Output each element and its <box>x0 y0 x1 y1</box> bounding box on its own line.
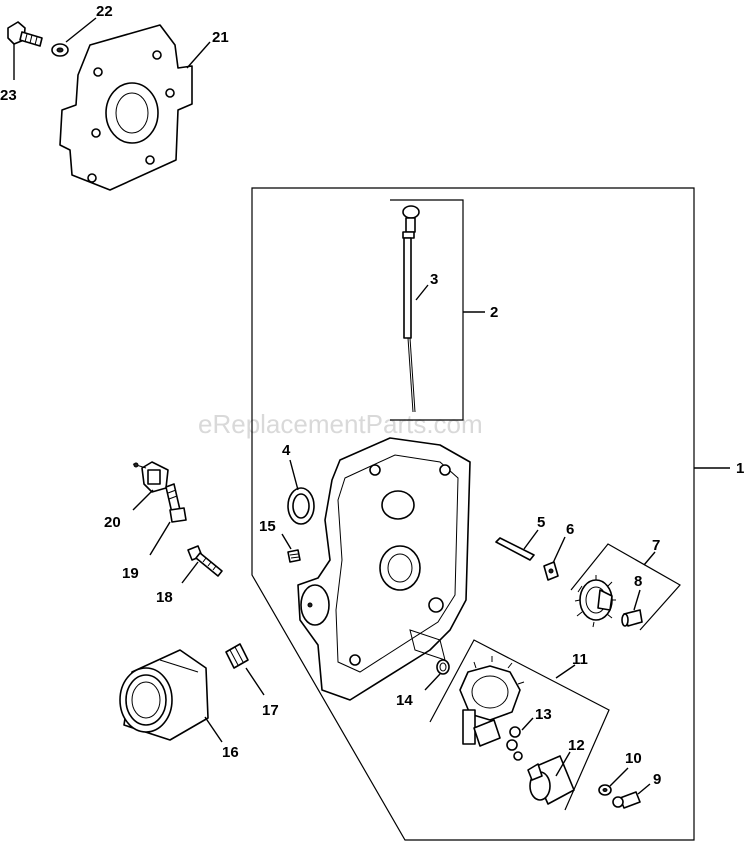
oil-filter-part <box>119 649 209 741</box>
callout-14[interactable]: 14 <box>396 692 413 709</box>
callout-5[interactable]: 5 <box>537 514 545 531</box>
leader-5 <box>523 529 539 550</box>
leader-8 <box>633 589 641 611</box>
bolt-part-23 <box>7 21 43 47</box>
leader-10 <box>609 767 629 787</box>
leader-7 <box>643 551 656 566</box>
screw-part-18 <box>187 545 223 577</box>
callout-13[interactable]: 13 <box>535 706 552 723</box>
screw-part-9 <box>612 791 641 809</box>
callout-15[interactable]: 15 <box>259 518 276 535</box>
oil-sensor-part <box>132 461 169 493</box>
watermark-text: eReplacementParts.com <box>198 409 483 439</box>
leader-4 <box>289 459 299 491</box>
callout-19[interactable]: 19 <box>122 565 139 582</box>
callout-20[interactable]: 20 <box>104 514 121 531</box>
leader-19 <box>149 521 171 556</box>
callout-9[interactable]: 9 <box>653 771 661 788</box>
dipstick-bracket <box>390 199 464 421</box>
leader-18 <box>181 561 199 584</box>
closure-cover-part <box>297 437 471 701</box>
callout-3[interactable]: 3 <box>430 271 438 288</box>
closure-plate-part <box>59 24 193 191</box>
leader-6 <box>552 536 566 564</box>
dipstick-part <box>402 205 420 413</box>
washer-part-10 <box>598 784 612 796</box>
o-ring-part <box>436 659 450 675</box>
oil-seal-part <box>287 487 315 525</box>
callout-7[interactable]: 7 <box>652 537 660 554</box>
callout-18[interactable]: 18 <box>156 589 173 606</box>
callout-2[interactable]: 2 <box>490 304 498 321</box>
callout-12[interactable]: 12 <box>568 737 585 754</box>
plug-part-15 <box>287 549 301 563</box>
leader-17 <box>245 667 265 696</box>
leader-22 <box>65 17 97 43</box>
callout-11[interactable]: 11 <box>572 651 588 668</box>
washer-part-6 <box>543 561 559 581</box>
washer-part-22 <box>51 43 69 57</box>
callout-21[interactable]: 21 <box>212 29 229 46</box>
leader-3 <box>415 284 429 301</box>
callout-10[interactable]: 10 <box>625 750 642 767</box>
leader-20 <box>132 489 154 511</box>
callout-16[interactable]: 16 <box>222 744 239 761</box>
governor-gear-part <box>574 575 616 628</box>
callout-23[interactable]: 23 <box>0 87 17 104</box>
leader-21 <box>186 41 211 69</box>
callout-8[interactable]: 8 <box>634 573 642 590</box>
filter-nipple-part <box>225 643 249 669</box>
shaft-part-8 <box>621 609 643 627</box>
assembly-frame <box>251 187 695 841</box>
leader-13 <box>521 717 534 731</box>
oil-pump-bracket <box>429 639 610 811</box>
leader-14 <box>424 673 441 691</box>
elbow-fitting-part <box>165 483 187 523</box>
relief-valve-part <box>527 755 575 805</box>
callout-17[interactable]: 17 <box>262 702 279 719</box>
callout-1[interactable]: 1 <box>736 460 744 477</box>
leader-15 <box>281 533 292 550</box>
callout-4[interactable]: 4 <box>282 442 291 459</box>
spring-part-13 <box>506 726 523 761</box>
oil-pump-part <box>459 656 525 747</box>
pin-part-5 <box>495 537 535 561</box>
callout-22[interactable]: 22 <box>96 3 113 20</box>
leader-16 <box>204 716 223 743</box>
callout-6[interactable]: 6 <box>566 521 574 538</box>
leader-9 <box>637 783 651 795</box>
leader-12 <box>555 751 571 777</box>
leader-11 <box>555 664 576 679</box>
